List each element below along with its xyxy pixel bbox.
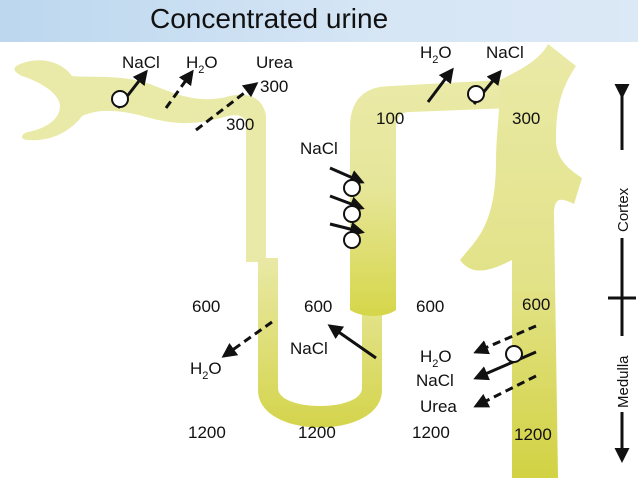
carrier-circle	[111, 90, 129, 108]
cortex-label: Cortex	[615, 187, 632, 232]
transport-arrows	[116, 67, 537, 408]
nacl-label: NaCl	[416, 371, 454, 390]
osmolarity-value: 300	[260, 77, 288, 96]
h2o-label: H2O	[186, 53, 218, 76]
osmolarity-value: 1200	[412, 423, 450, 442]
osmolarity-value: 600	[416, 297, 444, 316]
osmolarity-value: 1200	[514, 425, 552, 444]
nacl-label: NaCl	[300, 139, 338, 158]
carrier-circle	[343, 231, 361, 249]
collecting-duct	[460, 44, 582, 478]
title-bar: Concentrated urine	[0, 0, 638, 42]
carrier-circle	[343, 205, 361, 223]
nacl-label: NaCl	[290, 339, 328, 358]
zone-axis	[608, 84, 636, 463]
urea-label: Urea	[420, 397, 457, 416]
h2o-label: H2O	[420, 347, 452, 370]
osmolarity-value: 1200	[298, 423, 336, 442]
osmolarity-value: 600	[192, 297, 220, 316]
page-title: Concentrated urine	[150, 3, 389, 34]
descending-limb	[258, 258, 382, 428]
osmolarity-value: 300	[512, 109, 540, 128]
ascending-limb	[350, 80, 512, 316]
carrier-circle	[343, 179, 361, 197]
h2o-label: H2O	[190, 359, 222, 382]
osmolarity-value: 1200	[188, 423, 226, 442]
medulla-label: Medulla	[615, 355, 632, 408]
osmolarity-value: 100	[376, 109, 404, 128]
nacl-label: NaCl	[486, 43, 524, 62]
carrier-circles	[111, 85, 523, 363]
proximal-tubule	[14, 60, 266, 262]
osmolarity-value: 600	[304, 297, 332, 316]
h2o-label: H2O	[420, 43, 452, 66]
nacl-label: NaCl	[122, 53, 160, 72]
osmolarity-value: 600	[522, 295, 550, 314]
osmolarity-value: 300	[226, 115, 254, 134]
carrier-circle	[467, 85, 485, 103]
urea-label: Urea	[256, 53, 293, 72]
carrier-circle	[505, 345, 523, 363]
